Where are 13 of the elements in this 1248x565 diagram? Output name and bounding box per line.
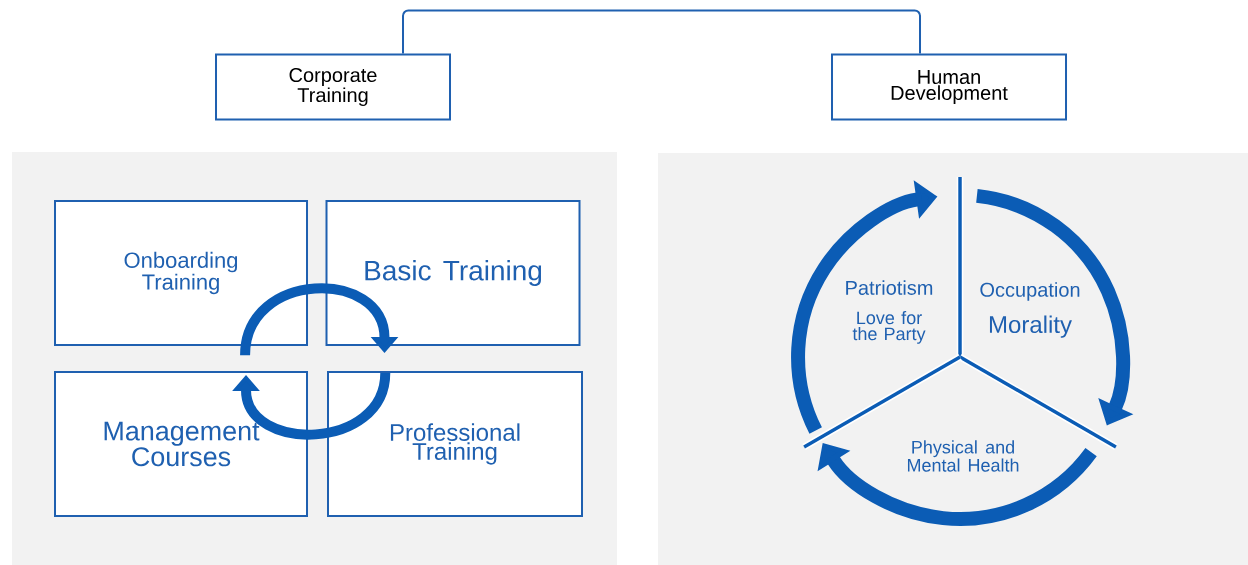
training-box: Management Courses <box>54 371 308 517</box>
curved-arrow <box>240 283 399 356</box>
training-box: Professional Training <box>327 371 583 517</box>
connector-line <box>402 9 921 55</box>
title-box: Corporate Training <box>215 53 451 121</box>
sector-label: Patriotism Love for the Party <box>846 280 933 344</box>
sector-label: Physical and Mental Health <box>907 440 1019 472</box>
title-box: Human Development <box>831 53 1067 121</box>
training-box: Onboarding Training <box>54 200 308 346</box>
curved-arrow <box>232 372 391 440</box>
panel-background <box>658 153 1248 565</box>
sector-label: Occupation Morality <box>980 282 1080 338</box>
training-box: Basic Training <box>325 200 581 346</box>
